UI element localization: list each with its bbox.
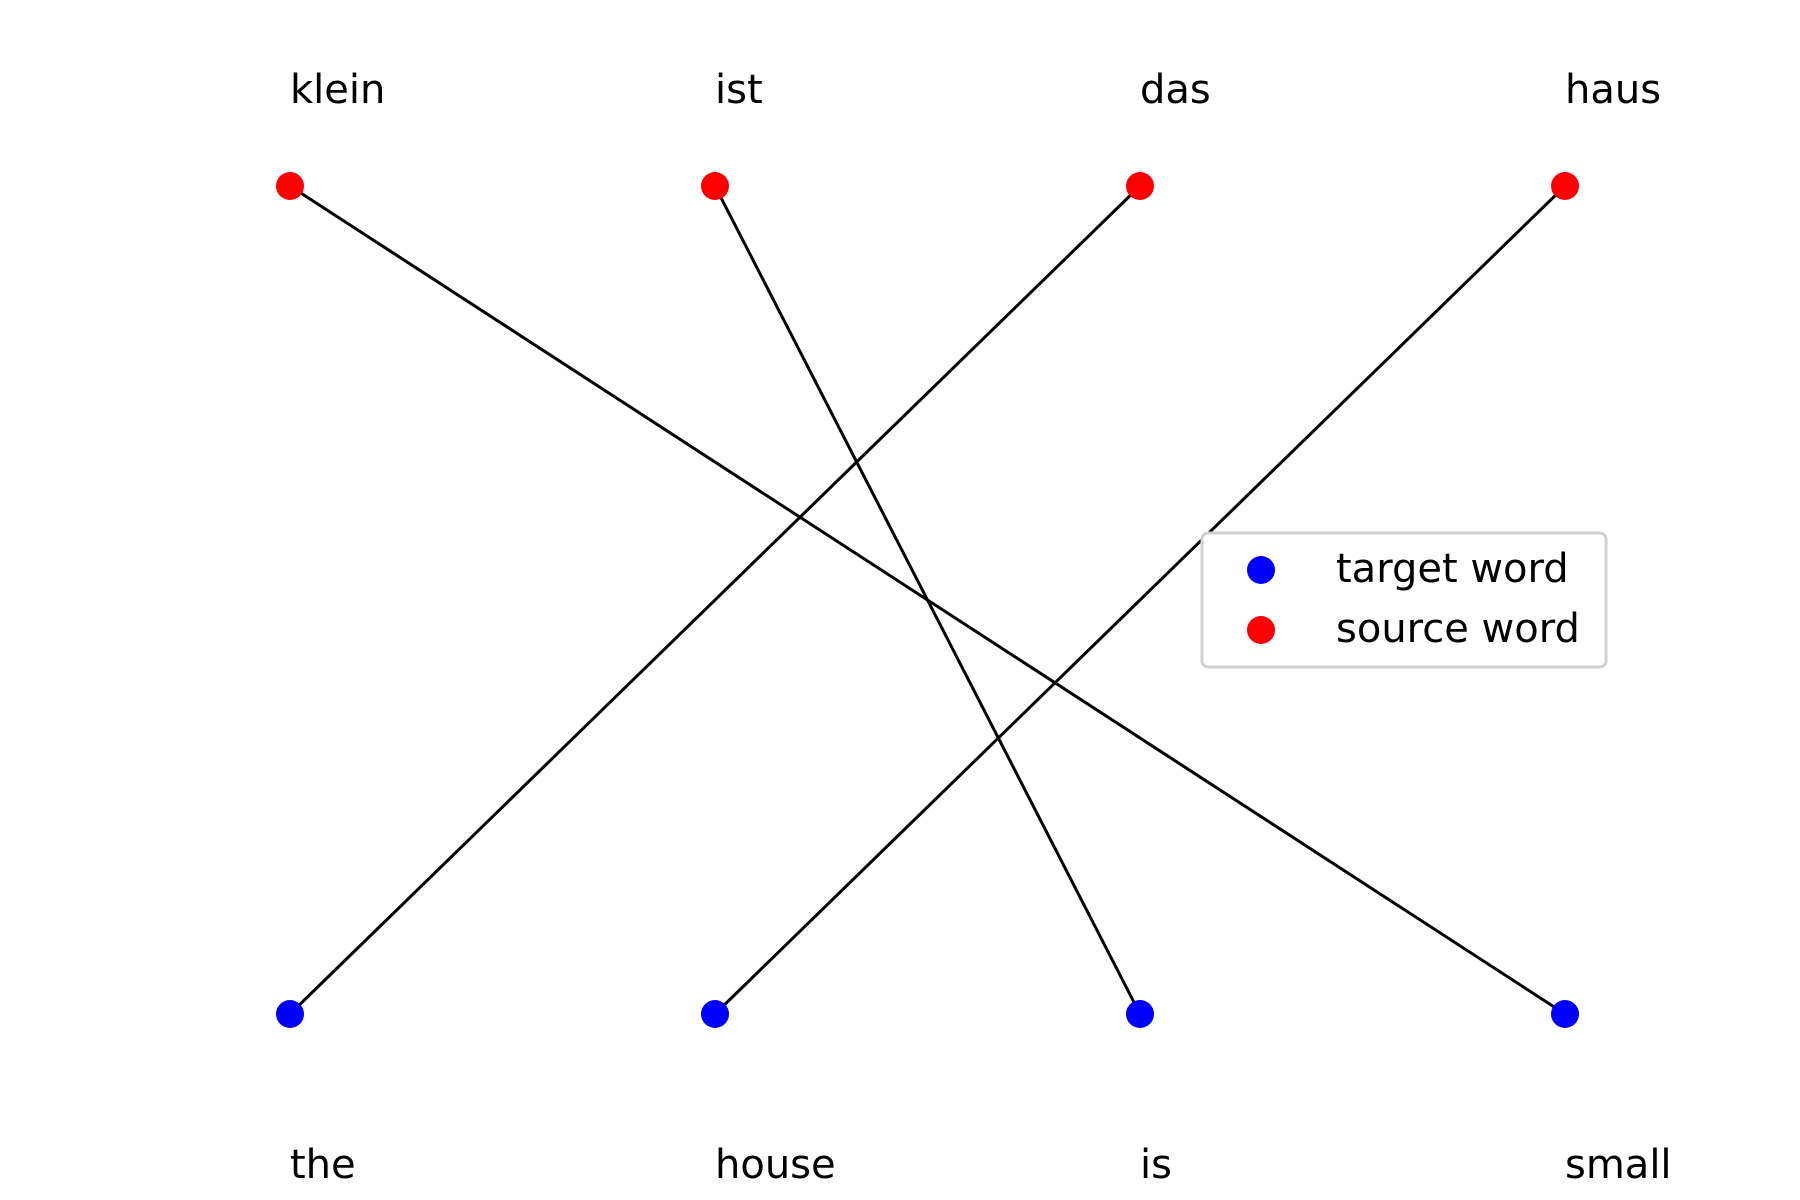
source-word-label-0: klein — [290, 67, 385, 113]
target-word-label-2: is — [1140, 1142, 1172, 1188]
alignment-line-2 — [288, 184, 1142, 1016]
target-node-1 — [701, 1000, 729, 1028]
source-word-label-3: haus — [1565, 67, 1661, 113]
legend-marker-source — [1247, 616, 1275, 644]
source-word-label-1: ist — [715, 67, 763, 113]
source-node-2 — [1126, 172, 1154, 200]
alignment-line-1 — [713, 185, 1142, 1015]
legend-box — [1200, 531, 1608, 669]
source-node-0 — [276, 172, 304, 200]
target-node-3 — [1551, 1000, 1579, 1028]
target-word-label-0: the — [290, 1142, 356, 1188]
legend-label-source: source word — [1336, 606, 1580, 652]
source-words: klein ist das haus — [276, 67, 1661, 200]
legend-label-target: target word — [1336, 546, 1569, 592]
target-word-label-3: small — [1565, 1142, 1672, 1188]
source-word-label-2: das — [1140, 67, 1211, 113]
alignment-line-3 — [713, 184, 1567, 1016]
target-node-0 — [276, 1000, 304, 1028]
legend-marker-target — [1247, 556, 1275, 584]
target-word-label-1: house — [715, 1142, 836, 1188]
alignment-lines — [288, 184, 1567, 1016]
target-words: the house is small — [276, 1000, 1672, 1188]
legend: target word source word — [1200, 531, 1608, 669]
source-node-1 — [701, 172, 729, 200]
source-node-3 — [1551, 172, 1579, 200]
target-node-2 — [1126, 1000, 1154, 1028]
